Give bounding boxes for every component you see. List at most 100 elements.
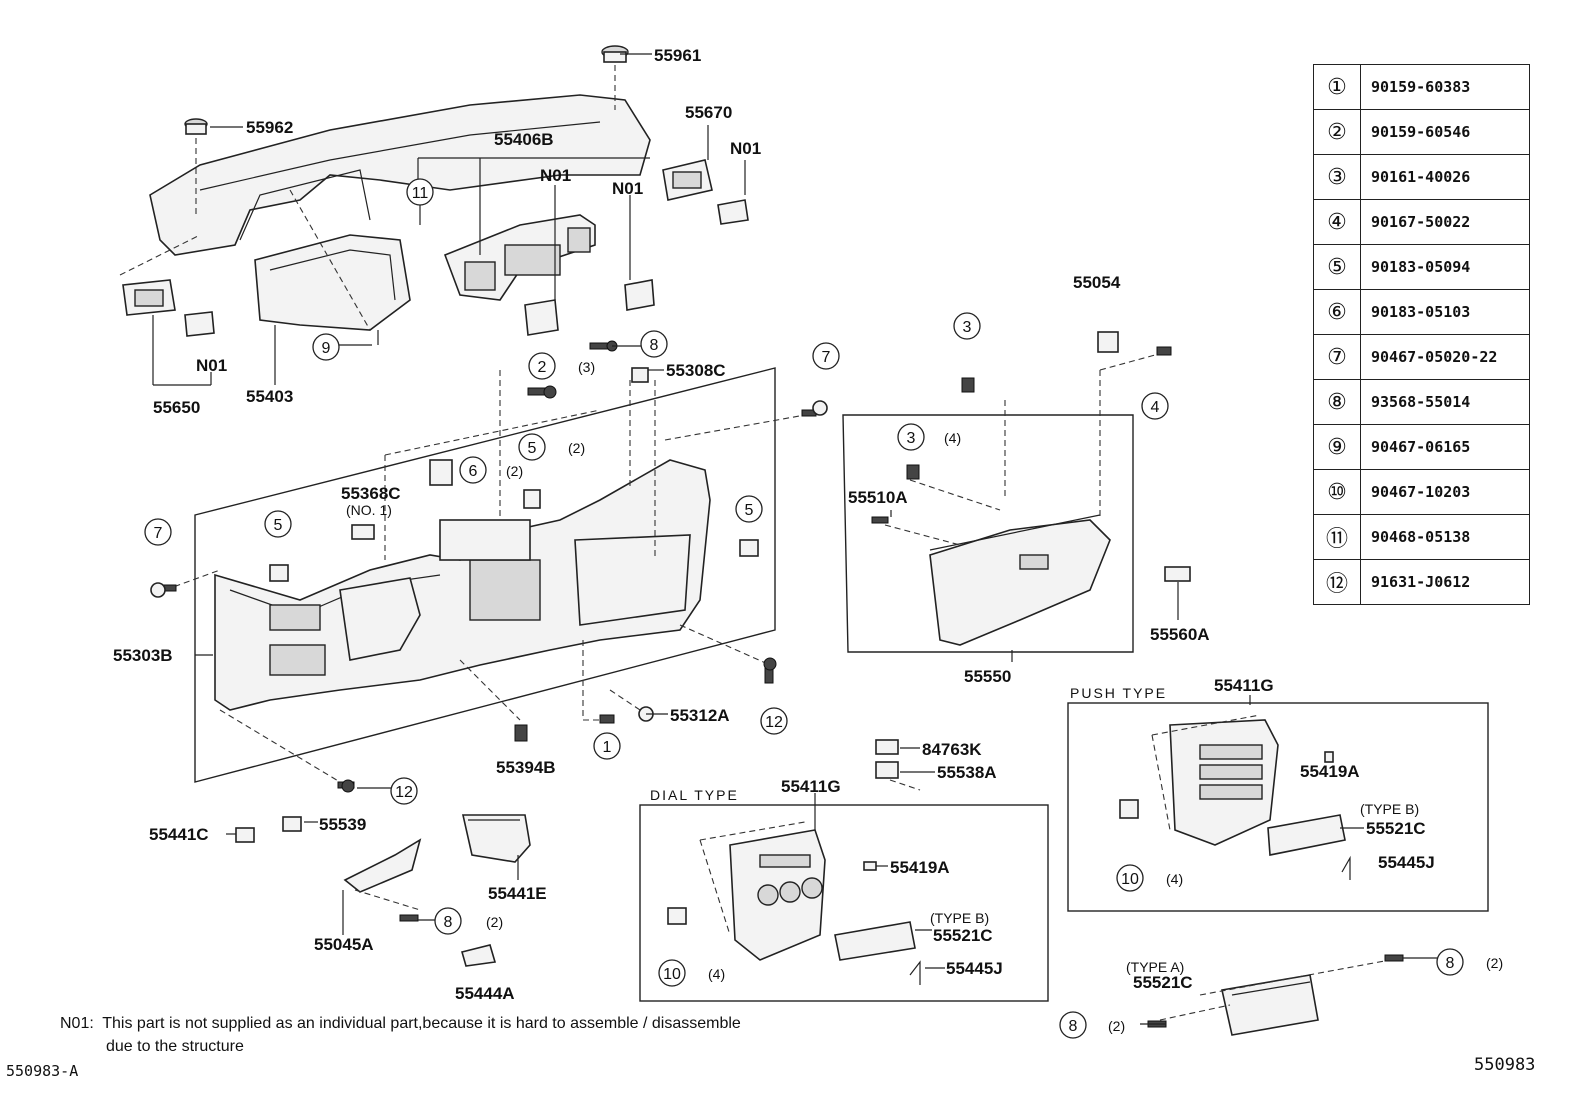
label-55510A: 55510A bbox=[848, 488, 908, 507]
center-vent-assembly bbox=[443, 214, 596, 301]
bracket-55441C bbox=[235, 827, 255, 843]
parts-table-part-no: 90161-40026 bbox=[1360, 154, 1530, 200]
clip-55419A-dial bbox=[863, 861, 877, 871]
label-push-type: PUSH TYPE bbox=[1070, 685, 1167, 701]
qty-6: (2) bbox=[506, 463, 523, 479]
callout-6: 6 bbox=[469, 463, 478, 480]
switch-55538A bbox=[875, 761, 899, 779]
label-N01-center: N01 bbox=[540, 166, 571, 185]
parts-table-ref: ⑥ bbox=[1313, 289, 1361, 335]
parts-table-ref: ⑪ bbox=[1313, 514, 1361, 560]
label-55538A: 55538A bbox=[937, 763, 997, 782]
label-55411G-dial: 55411G bbox=[781, 777, 841, 796]
glove-box-frame bbox=[842, 414, 1134, 653]
parts-table-ref: ⑤ bbox=[1313, 244, 1361, 290]
bolt-7-right bbox=[801, 400, 828, 417]
parts-table-ref: ② bbox=[1313, 109, 1361, 155]
label-55403: 55403 bbox=[246, 387, 293, 406]
label-55445J-push: 55445J bbox=[1378, 853, 1435, 872]
footnote-line1: This part is not supplied as an individu… bbox=[102, 1015, 741, 1032]
callout-12-right: 12 bbox=[765, 714, 783, 731]
parts-table-ref: ⑩ bbox=[1313, 469, 1361, 515]
label-55539: 55539 bbox=[319, 815, 366, 834]
label-55368C: 55368C bbox=[341, 484, 401, 503]
panel-55521C-push bbox=[1267, 814, 1346, 856]
parts-table-part-no: 90183-05094 bbox=[1360, 244, 1530, 290]
callout-12-bottom: 12 bbox=[395, 784, 413, 801]
label-55394B: 55394B bbox=[496, 758, 556, 777]
callout-3-top: 3 bbox=[963, 319, 972, 336]
label-55411G-push: 55411G bbox=[1214, 676, 1274, 695]
callout-3-glove: 3 bbox=[907, 430, 916, 447]
clip-10-dial bbox=[667, 907, 687, 925]
bolt-4 bbox=[1156, 346, 1172, 356]
footnote-marker: N01: bbox=[60, 1015, 94, 1032]
label-55550: 55550 bbox=[964, 667, 1011, 686]
label-55670: 55670 bbox=[685, 103, 732, 122]
callout-8-typeA-bottom: 8 bbox=[1069, 1018, 1078, 1035]
label-type-b-push: (TYPE B) bbox=[1360, 801, 1419, 817]
callout-5-left: 5 bbox=[274, 517, 283, 534]
clip-55445J-push bbox=[1341, 855, 1351, 880]
label-N01-right: N01 bbox=[612, 179, 643, 198]
label-55045A: 55045A bbox=[314, 935, 374, 954]
qty-10-dial: (4) bbox=[708, 966, 725, 982]
label-55560A: 55560A bbox=[1150, 625, 1210, 644]
parts-table-ref: ③ bbox=[1313, 154, 1361, 200]
parts-table-ref: ⑫ bbox=[1313, 559, 1361, 605]
clip-55368C bbox=[351, 524, 375, 540]
clip-55308C bbox=[631, 367, 649, 383]
center-vent-lower bbox=[524, 279, 655, 336]
callout-7-right: 7 bbox=[822, 349, 831, 366]
parts-table-part-no: 93568-55014 bbox=[1360, 379, 1530, 425]
push-type-frame bbox=[1067, 702, 1489, 912]
label-55441C: 55441C bbox=[149, 825, 209, 844]
parts-table-ref: ⑨ bbox=[1313, 424, 1361, 470]
bolt-3-top bbox=[961, 377, 975, 393]
parts-table-part-no: 90467-10203 bbox=[1360, 469, 1530, 515]
switch-55560A bbox=[1164, 566, 1191, 582]
label-type-a: (TYPE A) bbox=[1126, 959, 1184, 975]
push-heater-control bbox=[1169, 719, 1279, 846]
parts-table-part-no: 90468-05138 bbox=[1360, 514, 1530, 560]
callout-7-left: 7 bbox=[154, 525, 163, 542]
label-55521C-dial: 55521C bbox=[933, 926, 993, 945]
label-55312A: 55312A bbox=[670, 706, 730, 725]
label-55308C: 55308C bbox=[666, 361, 726, 380]
label-55303B: 55303B bbox=[113, 646, 173, 665]
figure-code-left: 550983-A bbox=[6, 1062, 79, 1080]
clip-6 bbox=[429, 459, 453, 486]
bolt-7-left bbox=[150, 582, 177, 598]
label-55419A-dial: 55419A bbox=[890, 858, 950, 877]
label-55521C-typeA: 55521C bbox=[1133, 973, 1193, 992]
callout-10-dial: 10 bbox=[663, 966, 681, 983]
parts-table-ref: ⑦ bbox=[1313, 334, 1361, 380]
clip-55419A-push bbox=[1324, 751, 1334, 763]
part-labels: 55961 55962 55406B 55670 N01 N01 N01 N01… bbox=[113, 46, 1503, 1034]
callout-2: 2 bbox=[538, 359, 547, 376]
clip-5-right bbox=[739, 539, 759, 557]
label-55406B: 55406B bbox=[494, 130, 554, 149]
parts-table-ref: ④ bbox=[1313, 199, 1361, 245]
parts-table-part-no: 90159-60546 bbox=[1360, 109, 1530, 155]
label-55054: 55054 bbox=[1073, 273, 1121, 292]
panel-55521C-dial bbox=[834, 921, 916, 961]
parts-table-ref: ① bbox=[1313, 64, 1361, 110]
bolt-1 bbox=[599, 714, 615, 724]
clip-5-mid bbox=[523, 489, 541, 509]
parts-table-ref: ⑧ bbox=[1313, 379, 1361, 425]
callout-1: 1 bbox=[603, 739, 612, 756]
qty-8-typeA-bottom: (2) bbox=[1108, 1018, 1125, 1034]
pad-55444A bbox=[461, 944, 497, 967]
bolt-3-glove bbox=[906, 464, 920, 480]
footnote: N01: This part is not supplied as an ind… bbox=[60, 1015, 741, 1033]
callout-8-lower: 8 bbox=[444, 914, 453, 931]
